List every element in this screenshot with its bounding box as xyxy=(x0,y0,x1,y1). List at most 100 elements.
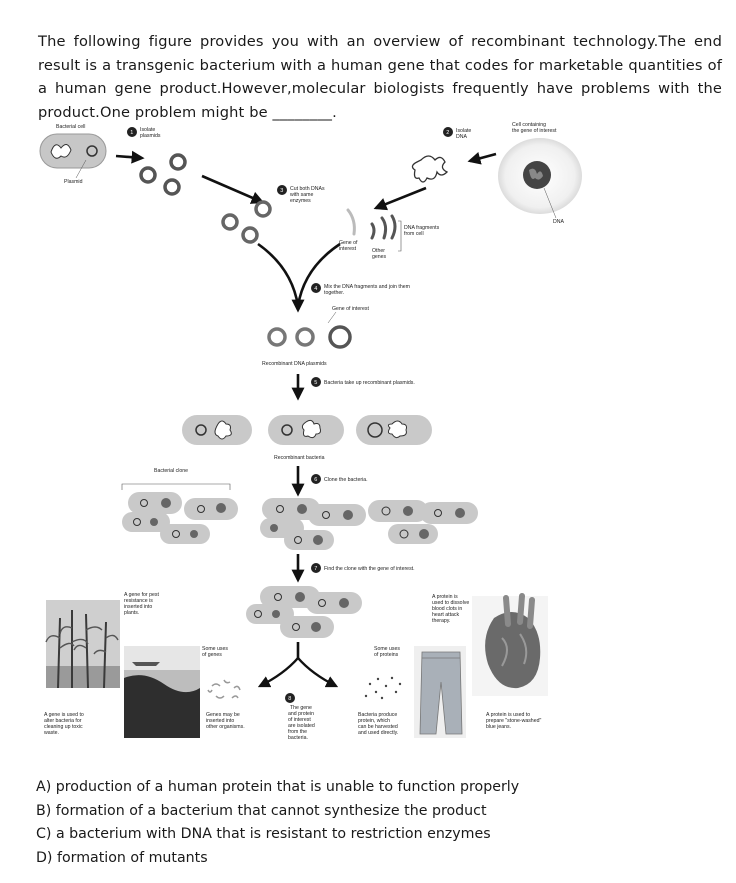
label-cell-containing-2: the gene of interest xyxy=(512,128,557,134)
label-mix-2: together. xyxy=(324,290,344,296)
label-gene-pest-3: inserted into xyxy=(124,604,152,610)
step-7-number: 7 xyxy=(314,566,317,572)
label-plasmid: Plasmid xyxy=(64,179,83,185)
label-protein-jeans-2: prepare "stone-washed" xyxy=(486,718,541,724)
label-gene-protein-isolated-5: from the xyxy=(288,729,307,735)
label-gene-protein-isolated-1: The gene xyxy=(290,705,312,711)
recombinant-plasmids-icon xyxy=(267,325,352,349)
label-some-uses-genes-2: of genes xyxy=(202,652,222,658)
step-4-number: 4 xyxy=(314,286,317,292)
selected-clone-icon xyxy=(246,586,362,638)
recombinant-technology-figure: Bacterial cell Plasmid 1 Isolate plasmid… xyxy=(39,122,582,741)
bacterial-clones-dna xyxy=(133,498,465,545)
label-gene-protein-isolated-3: of interest xyxy=(288,717,311,723)
label-cut-both-2: with same xyxy=(290,192,313,198)
human-cell-icon xyxy=(498,138,582,214)
label-isolate-dna-1: Isolate xyxy=(456,128,471,134)
corn-plants-photo xyxy=(45,600,120,689)
step-8-number: 8 xyxy=(288,696,291,702)
label-dna: DNA xyxy=(553,219,564,225)
label-protein-jeans-1: A protein is used to xyxy=(486,712,530,718)
recombinant-bacteria-icon xyxy=(182,415,432,445)
label-protein-dissolve-3: blood clots in xyxy=(432,606,462,612)
step-6-number: 6 xyxy=(314,477,317,483)
bacterial-clones-icon xyxy=(122,492,478,550)
heart-illustration xyxy=(472,593,548,696)
label-gene-protein-isolated-6: bacteria. xyxy=(288,735,308,741)
step-3-badge xyxy=(277,185,287,195)
label-some-uses-genes-1: Some uses xyxy=(202,646,228,652)
label-find-clone: Find the clone with the gene of interest… xyxy=(324,566,415,572)
label-bacteria-produce-4: and used directly. xyxy=(358,730,398,736)
question-text: The following figure provides you with a… xyxy=(38,33,722,121)
label-protein-dissolve-1: A protein is xyxy=(432,594,458,600)
label-gene-of-interest: Gene of interest xyxy=(332,306,369,312)
step-5-badge xyxy=(311,377,321,387)
step-1-badge xyxy=(127,127,137,137)
option-a[interactable]: A) production of a human protein that is… xyxy=(36,779,520,795)
option-d[interactable]: D) formation of mutants xyxy=(36,849,208,866)
label-clone-bacteria: Clone the bacteria. xyxy=(324,477,368,483)
label-gene-toxic-waste-1: A gene is used to xyxy=(44,712,84,718)
dna-fragments-icon xyxy=(346,208,397,240)
label-bacterial-cell: Bacterial cell xyxy=(56,124,85,130)
label-gene-toxic-waste-3: cleaning up toxic xyxy=(44,724,83,730)
label-gene-of-interest-frag-1: Gene of xyxy=(339,240,358,246)
label-recombinant-plasmids: Recombinant DNA plasmids xyxy=(262,361,327,367)
step-5-number: 5 xyxy=(314,380,317,386)
jeans-photo xyxy=(414,646,466,738)
step-2-badge xyxy=(443,127,453,137)
step-6-badge xyxy=(311,474,321,484)
label-protein-dissolve-4: heart attack xyxy=(432,612,460,618)
label-cut-both-1: Cut both DNAs xyxy=(290,186,325,192)
step-7-badge xyxy=(311,563,321,573)
step-3-number: 3 xyxy=(280,188,283,194)
label-some-uses-proteins-1: Some uses xyxy=(374,646,400,652)
label-other-genes-1: Other xyxy=(372,248,385,254)
label-gene-pest-1: A gene for pest xyxy=(124,592,159,598)
label-some-uses-proteins-2: of proteins xyxy=(374,652,399,658)
label-gene-toxic-waste-2: alter bacteria for xyxy=(44,718,82,724)
label-bacteria-produce-3: can be harvested xyxy=(358,724,398,730)
label-gene-protein-isolated-2: and protein xyxy=(288,711,314,717)
label-genes-inserted-2: inserted into xyxy=(206,718,234,724)
label-gene-pest-2: resistance is xyxy=(124,598,153,604)
option-c[interactable]: C) a bacterium with DNA that is resistan… xyxy=(36,826,491,842)
label-protein-dissolve-5: therapy. xyxy=(432,618,450,624)
label-recombinant-bacteria: Recombinant bacteria xyxy=(274,455,325,461)
step-4-badge xyxy=(311,283,321,293)
protein-dots-icon xyxy=(364,676,402,700)
label-take-up: Bacteria take up recombinant plasmids. xyxy=(324,380,415,386)
step-1-number: 1 xyxy=(130,130,133,136)
bacterial-cell-icon xyxy=(39,133,107,169)
label-protein-dissolve-2: used to dissolve xyxy=(432,600,469,606)
label-bacteria-produce-1: Bacteria produce xyxy=(358,712,397,718)
label-other-genes-2: genes xyxy=(372,254,387,260)
label-gene-of-interest-frag-2: interest xyxy=(339,246,357,252)
label-protein-jeans-3: blue jeans. xyxy=(486,724,511,730)
label-gene-protein-isolated-4: are isolated xyxy=(288,723,315,729)
isolated-plasmids-icon xyxy=(139,153,187,196)
option-b[interactable]: B) formation of a bacterium that cannot … xyxy=(36,802,487,819)
cut-plasmids-icon xyxy=(221,200,272,244)
label-isolate-plasmids-1: Isolate xyxy=(140,127,155,133)
label-cut-both-3: enzymes xyxy=(290,198,311,204)
label-gene-toxic-waste-4: waste. xyxy=(44,730,59,736)
label-dna-fragments-1: DNA fragments xyxy=(404,225,440,231)
label-dna-fragments-2: from cell xyxy=(404,231,424,237)
isolated-dna-icon xyxy=(411,155,449,183)
label-genes-inserted-3: other organisms. xyxy=(206,724,245,730)
label-mix-1: Mix the DNA fragments and join them xyxy=(324,284,410,290)
genes-fragments-icon xyxy=(207,679,241,699)
step-2-number: 2 xyxy=(446,130,449,136)
oil-spill-photo xyxy=(124,646,200,738)
label-cell-containing-1: Cell containing xyxy=(512,122,546,128)
label-genes-inserted-1: Genes may be xyxy=(206,712,240,718)
label-gene-pest-4: plants. xyxy=(124,610,139,616)
answer-options: A) production of a human protein that is… xyxy=(36,776,519,870)
label-isolate-plasmids-2: plasmids xyxy=(140,133,161,139)
label-bacteria-produce-2: protein, which xyxy=(358,718,390,724)
label-isolate-dna-2: DNA xyxy=(456,134,467,140)
step-8-badge xyxy=(285,693,295,703)
label-bacterial-clone: Bacterial clone xyxy=(154,468,188,474)
